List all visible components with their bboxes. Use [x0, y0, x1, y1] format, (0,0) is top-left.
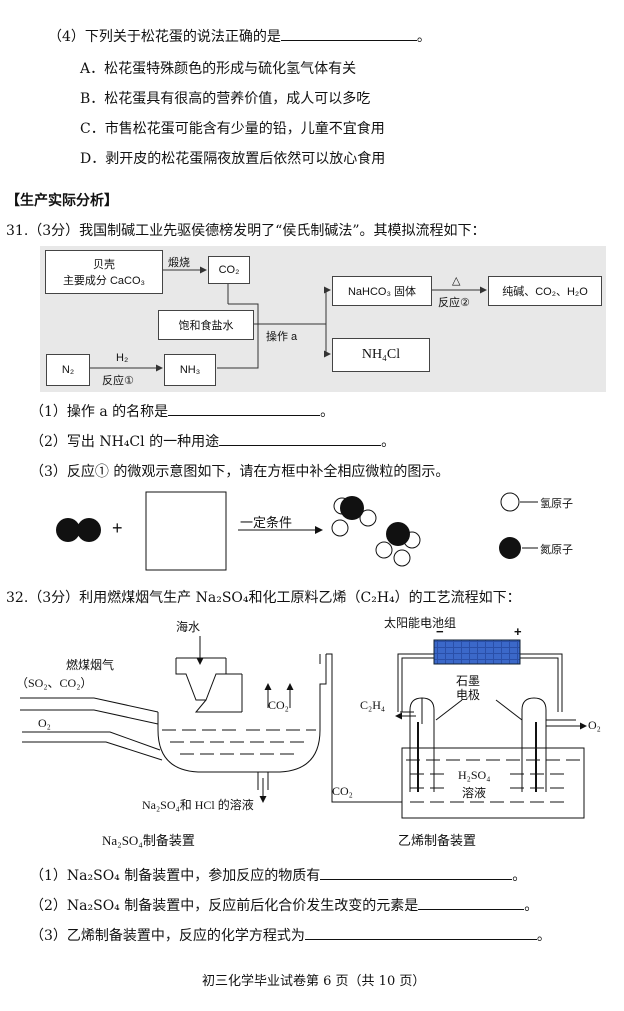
- nh3-2-n: [386, 522, 410, 546]
- q32-sub1: （1）Na₂SO₄ 制备装置中，参加反应的物质有 。: [30, 865, 526, 885]
- section-title: 【生产实际分析】: [6, 193, 118, 209]
- co2-bottom-label: CO₂: [332, 784, 353, 798]
- reaction2-label: 反应②: [438, 297, 470, 309]
- q31-sub1-blank[interactable]: [168, 401, 321, 416]
- h2so4-solution-label: 溶液: [462, 786, 487, 800]
- q31-sub2: （2）写出 NH₄Cl 的一种用途 。: [30, 431, 395, 451]
- shell-component: 主要成分 CaCO₃: [62, 275, 146, 287]
- q32-sub3-text: （3）乙烯制备装置中，反应的化学方程式为: [30, 928, 305, 944]
- calcine-label: 煅烧: [168, 257, 190, 269]
- q31-stem: 31.（3分）我国制碱工业先驱侯德榜发明了“侯氏制碱法”。其模拟流程如下：: [6, 223, 486, 239]
- negative-terminal: −: [436, 624, 444, 639]
- electrode-label-1: 石墨: [456, 674, 481, 688]
- flue-gas-components: （SO₂、CO₂）: [16, 676, 93, 690]
- q32-sub3-blank[interactable]: [304, 925, 537, 940]
- answer-box: [145, 491, 227, 571]
- seawater-label: 海水: [176, 620, 201, 634]
- q32-sub2-blank[interactable]: [418, 895, 525, 910]
- na2so4-apparatus: 海水 燃煤烟气 （SO₂、CO₂） O₂ CO₂ Na₂SO₄和 HCl 的溶液…: [10, 612, 353, 852]
- q31-sub1: （1）操作 a 的名称是 。: [30, 401, 334, 421]
- legend-h-circle: [500, 492, 520, 512]
- nh3-1-n: [340, 496, 364, 520]
- nh3-2-h-3: [393, 549, 411, 567]
- shell-label: 贝壳: [93, 259, 115, 271]
- electrode-label-2: 电极: [456, 688, 481, 702]
- o2-outlet-label: O₂: [588, 718, 601, 732]
- q32-sub3: （3）乙烯制备装置中，反应的化学方程式为 。: [30, 925, 551, 945]
- na2so4-apparatus-drawing: [20, 636, 350, 803]
- q4-option-c: C．市售松花蛋可能含有少量的铅，儿童不宜食用: [80, 121, 385, 137]
- nh3-2-h-1: [375, 541, 393, 559]
- co2-out-label: CO₂: [268, 698, 289, 712]
- q4-stem-text: （4）下列关于松花蛋的说法正确的是: [48, 29, 281, 45]
- solar-panel: [433, 639, 521, 665]
- ethylene-caption: 乙烯制备装置: [398, 834, 477, 849]
- ethylene-apparatus: 太阳能电池组 − + 石墨 电极 C₂H₄ O₂ H₂SO₄ 溶液 乙烯制备装置: [350, 612, 620, 852]
- q32-sub2: （2）Na₂SO₄ 制备装置中，反应前后化合价发生改变的元素是 。: [30, 895, 538, 915]
- q32-sub2-text: （2）Na₂SO₄ 制备装置中，反应前后化合价发生改变的元素是: [30, 898, 419, 914]
- positive-terminal: +: [514, 624, 522, 639]
- q31-sub2-period: 。: [381, 434, 396, 450]
- q31-sub2-text: （2）写出 NH₄Cl 的一种用途: [30, 434, 220, 450]
- q4-option-d: D．剥开皮的松花蛋隔夜放置后依然可以放心食用: [80, 151, 386, 167]
- solution-label: Na₂SO₄和 HCl 的溶液: [142, 798, 254, 812]
- n2-atom-1: [56, 518, 80, 542]
- o2-inlet-label: O₂: [38, 716, 51, 730]
- products-box: 纯碱、CO₂、H₂O: [488, 276, 602, 306]
- na2so4-caption: Na₂SO₄制备装置: [102, 833, 195, 848]
- h2-label: H₂: [116, 352, 129, 364]
- flow-arrows: [90, 266, 487, 372]
- q32-stem: 32.（3分）利用燃煤烟气生产 Na₂SO₄和化工原料乙烯（C₂H₄）的工艺流程…: [6, 590, 521, 606]
- q4-option-a: A．松花蛋特殊颜色的形成与硫化氢气体有关: [80, 61, 357, 77]
- c2h4-label: C₂H₄: [360, 698, 386, 712]
- legend-n-circle: [499, 537, 521, 559]
- q4-end: 。: [416, 29, 431, 45]
- micro-shapes: [56, 491, 538, 571]
- q31-sub1-period: 。: [320, 404, 335, 420]
- q32-sub1-blank[interactable]: [320, 865, 513, 880]
- nh3-1-h-3: [331, 519, 349, 537]
- q31-sub2-blank[interactable]: [219, 431, 382, 446]
- h2so4-label: H₂SO₄: [458, 768, 491, 782]
- q4-option-b: B．松花蛋具有很高的营养价值，成人可以多吃: [80, 91, 371, 107]
- q31-micro-diagram: + 一定条件 氢原子 氮原子: [40, 486, 610, 576]
- solar-label: 太阳能电池组: [384, 616, 457, 630]
- q32-sub3-period: 。: [536, 928, 551, 944]
- nahco3-box: NaHCO₃ 固体: [332, 276, 432, 306]
- page-footer: 初三化学毕业试卷第 6 页（共 10 页）: [202, 974, 426, 989]
- nh3-1-h-2: [359, 509, 377, 527]
- q32-sub1-period: 。: [512, 868, 527, 884]
- nh4cl-box: NH₄Cl: [332, 338, 430, 372]
- brine-box: 饱和食盐水: [158, 310, 254, 340]
- reaction1-label: 反应①: [102, 375, 134, 387]
- q32-sub1-text: （1）Na₂SO₄ 制备装置中，参加反应的物质有: [30, 868, 321, 884]
- condition-label: 一定条件: [240, 516, 293, 531]
- q4-answer-blank[interactable]: [280, 26, 417, 41]
- operation-label: 操作 a: [266, 331, 298, 343]
- flue-gas-label: 燃煤烟气: [66, 658, 115, 672]
- q31-sub1-text: （1）操作 a 的名称是: [30, 404, 169, 420]
- legend-h-label: 氢原子: [540, 498, 573, 510]
- q31-sub3: （3）反应① 的微观示意图如下，请在方框中补全相应微粒的图示。: [30, 464, 450, 480]
- q32-sub2-period: 。: [524, 898, 539, 914]
- plus-sign: +: [112, 518, 123, 538]
- n2-atom-2: [77, 518, 101, 542]
- co2-box: CO₂: [208, 256, 250, 284]
- q4-stem: （4）下列关于松花蛋的说法正确的是 。: [48, 26, 431, 46]
- electrolysis-tank: [401, 747, 585, 819]
- shell-box: 贝壳 主要成分 CaCO₃: [45, 250, 163, 294]
- legend-n-label: 氮原子: [540, 544, 573, 556]
- q31-flow-diagram: 贝壳 主要成分 CaCO₃ 煅烧 CO₂ 饱和食盐水 操作 a NaHCO₃ 固…: [40, 246, 606, 392]
- nh3-box: NH₃: [164, 354, 216, 386]
- ethylene-apparatus-drawing: [350, 639, 587, 819]
- n2-box: N₂: [46, 354, 90, 386]
- heat-symbol: △: [452, 275, 461, 287]
